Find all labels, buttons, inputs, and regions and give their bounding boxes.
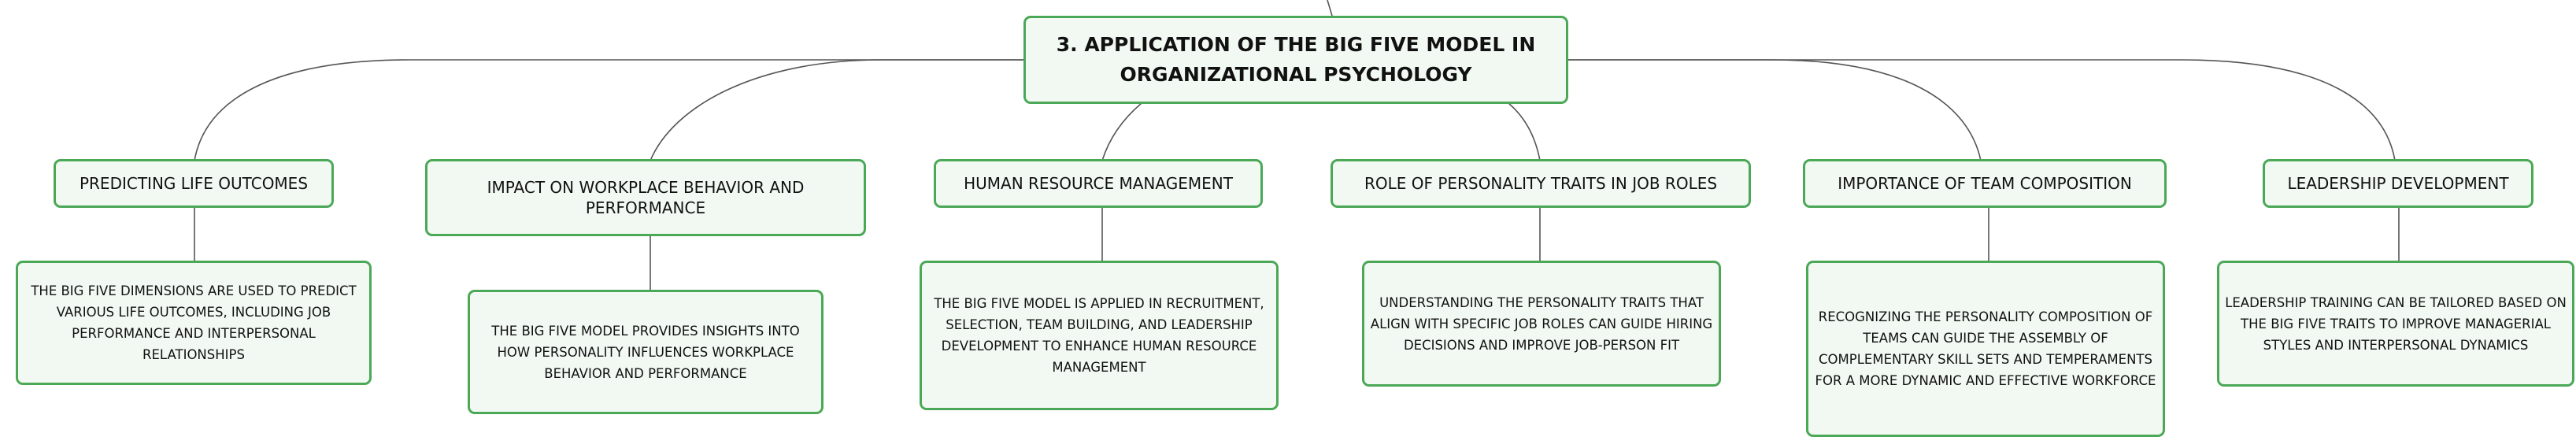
branch-topic-1[interactable]: PREDICTING LIFE OUTCOMES: [54, 159, 334, 208]
branch-topic-1-title: PREDICTING LIFE OUTCOMES: [79, 174, 309, 193]
branch-topic-6-title: LEADERSHIP DEVELOPMENT: [2287, 174, 2509, 193]
root-topic[interactable]: 3. APPLICATION OF THE BIG FIVE MODEL IN …: [1023, 16, 1568, 104]
branch-topic-4[interactable]: ROLE OF PERSONALITY TRAITS IN JOB ROLES: [1331, 159, 1751, 208]
detail-topic-1[interactable]: THE BIG FIVE DIMENSIONS ARE USED TO PRED…: [16, 261, 372, 385]
detail-topic-6[interactable]: LEADERSHIP TRAINING CAN BE TAILORED BASE…: [2217, 261, 2574, 387]
detail-topic-3-text: THE BIG FIVE MODEL IS APPLIED IN RECRUIT…: [934, 296, 1264, 375]
connector-root-branch-5: [1564, 59, 1982, 161]
connector-root-branch-6: [1564, 59, 2396, 161]
connector-incoming: [1327, 0, 1333, 17]
branch-topic-6[interactable]: LEADERSHIP DEVELOPMENT: [2263, 159, 2533, 208]
detail-topic-4-text: UNDERSTANDING THE PERSONALITY TRAITS THA…: [1370, 294, 1713, 353]
connector-root-branch-1: [194, 59, 1023, 161]
connector-root-branch-3: [1101, 102, 1142, 161]
detail-topic-5[interactable]: RECOGNIZING THE PERSONALITY COMPOSITION …: [1806, 261, 2165, 437]
detail-topic-1-text: THE BIG FIVE DIMENSIONS ARE USED TO PRED…: [31, 283, 357, 362]
branch-topic-3[interactable]: HUMAN RESOURCE MANAGEMENT: [934, 159, 1263, 208]
detail-topic-2[interactable]: THE BIG FIVE MODEL PROVIDES INSIGHTS INT…: [468, 290, 824, 414]
detail-topic-6-text: LEADERSHIP TRAINING CAN BE TAILORED BASE…: [2225, 294, 2567, 353]
branch-topic-3-title: HUMAN RESOURCE MANAGEMENT: [964, 174, 1233, 193]
detail-topic-3[interactable]: THE BIG FIVE MODEL IS APPLIED IN RECRUIT…: [920, 261, 1279, 410]
connector-root-branch-2: [650, 59, 1023, 161]
branch-topic-2[interactable]: IMPACT ON WORKPLACE BEHAVIOR AND PERFORM…: [425, 159, 866, 236]
detail-topic-4[interactable]: UNDERSTANDING THE PERSONALITY TRAITS THA…: [1362, 261, 1721, 387]
root-topic-title: 3. APPLICATION OF THE BIG FIVE MODEL IN …: [1056, 33, 1536, 86]
connector-root-branch-4: [1508, 102, 1541, 161]
branch-topic-5-title: IMPORTANCE OF TEAM COMPOSITION: [1838, 174, 2132, 193]
detail-topic-5-text: RECOGNIZING THE PERSONALITY COMPOSITION …: [1815, 309, 2156, 388]
branch-topic-5[interactable]: IMPORTANCE OF TEAM COMPOSITION: [1803, 159, 2167, 208]
branch-topic-4-title: ROLE OF PERSONALITY TRAITS IN JOB ROLES: [1364, 174, 1718, 193]
branch-topic-2-title: IMPACT ON WORKPLACE BEHAVIOR AND PERFORM…: [487, 178, 805, 217]
detail-topic-2-text: THE BIG FIVE MODEL PROVIDES INSIGHTS INT…: [491, 323, 800, 381]
